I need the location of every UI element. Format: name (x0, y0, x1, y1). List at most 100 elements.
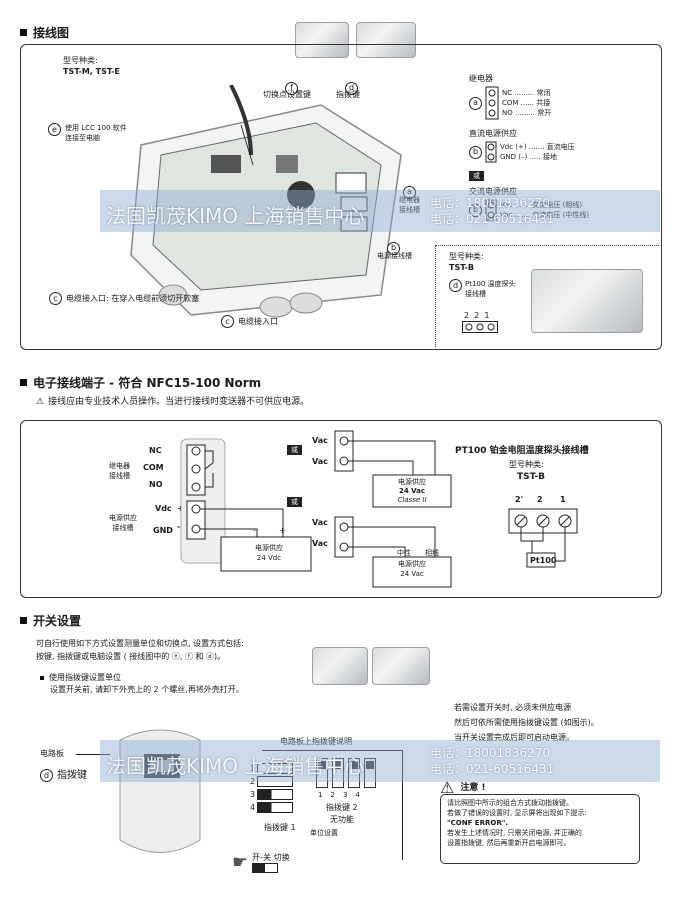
pt100-slot-label: Pt100 温度探头 接线槽 (465, 280, 516, 298)
toggle-wrap: 开-关 切换 (252, 852, 290, 873)
relay-slot-label: 继电器 接线槽 (399, 196, 420, 214)
dip-key-label: 指拨键 (336, 90, 360, 99)
right-note-3: 当开关设置完成后即可启动电源。 (454, 733, 574, 742)
watermark-phone-1b: 电话：18001836270 (430, 746, 550, 760)
right-note-1: 若需设置开关时, 必须未供应电源 (454, 703, 572, 712)
relay-slot-label-2: 继电器 接线槽 (109, 462, 130, 480)
board-leader-line (76, 754, 110, 755)
dip1-switch-4[interactable] (257, 802, 294, 813)
dip-right-line (402, 750, 403, 860)
dip1-label: 指拨键 1 (264, 823, 296, 832)
label-d: d (345, 81, 358, 95)
toggle-label: 开-关 切换 (252, 853, 290, 862)
or-badge-1: 或 (287, 445, 302, 455)
section-title-switch: 开关设置 (20, 612, 81, 629)
or-badge: 或 (469, 171, 484, 181)
dip1-switch-2[interactable] (257, 776, 294, 787)
label-a: a (403, 185, 416, 199)
tstb-value: TST-B (449, 263, 474, 272)
label-d-3: d (40, 769, 53, 782)
ac-supply-b-label: 电源供应 24 Vac (398, 560, 426, 578)
dotted-divider-h (435, 245, 659, 247)
section-bullet (20, 379, 27, 386)
device-photo-board (356, 22, 416, 58)
caution-line-2: 若做了错误的设置时, 显示屏将出现如下提示: (447, 809, 587, 817)
or-badge-2: 或 (287, 497, 302, 507)
warning-icon: ⚠ (36, 397, 45, 407)
section-bullet (20, 29, 27, 36)
label-d-2: d (449, 279, 462, 292)
watermark-text-2: 法国凯茂KIMO 上海销售中心 (106, 754, 365, 778)
warning-text: 接线应由专业技术人员操作。当进行接线时变送器不可供应电源。 (48, 397, 310, 407)
section-title-text: 开关设置 (33, 614, 82, 628)
bullet-title-line: 使用指拨键设置单位 (40, 672, 121, 683)
dotted-divider-v (435, 245, 437, 347)
caution-line-5: 设置指拨键, 然后再重新开启电源即可。 (447, 839, 571, 847)
pt100-title: PT100 铂金电阻温度探头接线槽 (455, 446, 589, 456)
phase-label: 相线 (425, 549, 439, 557)
ac-rows: Vac ....... 交流电压 (相线)Vac ....... 交流电压 (中… (500, 200, 589, 220)
vac-label-1: Vac (312, 436, 328, 445)
dc-row: Vdc (+) ....... 直流电压 (500, 143, 575, 151)
dip2-switch-3[interactable] (348, 758, 360, 788)
relay-row: NC ......... 常闭 (502, 89, 551, 97)
caution-box: 请比照图中所示的组合方式拨动指拨键。 若做了错误的设置时, 显示屏将出现如下提示… (440, 794, 640, 864)
bullet-dot (40, 675, 44, 680)
watermark-phone-1a: 电话：18001836270 (430, 196, 550, 210)
relay-row: COM ...... 共接 (502, 99, 551, 107)
dip2-switch-4[interactable] (364, 758, 376, 788)
warning-line: ⚠ 接线应由专业技术人员操作。当进行接线时变送器不可供应电源。 (36, 396, 309, 408)
dc-row: GND (–) ..... 接地 (500, 153, 557, 161)
gnd-label: GND (153, 526, 173, 535)
dc-wiring-drawing (180, 438, 312, 572)
dip1-num-2: 2 (250, 777, 256, 786)
warning-triangle-icon: ⚠ (440, 778, 455, 797)
dip-key-label-2: 指拨键 (57, 770, 87, 781)
tstb-label: 型号种类: (449, 252, 484, 261)
toggle-callout: ☛ 开-关 切换 (232, 852, 290, 873)
dip-key-callout: d 指拨键 (40, 769, 87, 782)
bullet-text: 设置开关前, 请卸下外壳上的 2 个螺丝,再将外壳打开。 (50, 685, 244, 694)
neutral-label: 中性 (397, 549, 411, 557)
label-e: e (48, 123, 61, 136)
pin-label-2prime: 2' (515, 495, 524, 504)
caution-line-3: "CONF ERROR". (447, 819, 509, 827)
section-title-wiring: 接线图 (20, 24, 69, 41)
plus-sign-2: + (279, 526, 286, 535)
pt100-wiring-drawing (508, 508, 578, 568)
caution-title: 注意 ! (460, 782, 486, 793)
toggle-sample (252, 863, 279, 873)
cable-entry-label: 电缆接入口 (238, 317, 278, 326)
watermark-band-1 (100, 190, 660, 232)
dip1-num-1: 1 (250, 764, 256, 773)
label-b-legend: b (469, 145, 482, 159)
dc-title: 直流电源供应 (469, 129, 517, 138)
vac-label-4: Vac (312, 539, 328, 548)
label-b-legend-2: b (469, 203, 482, 217)
dip-title-line (262, 750, 402, 751)
dip1-switch-1[interactable] (257, 763, 294, 774)
board-label: 电路板 (40, 749, 64, 758)
dip-switch-1: 1 2 3 4 (250, 762, 306, 814)
dc-rows: Vdc (+) ....... 直流电压 GND (–) ..... 接地 (500, 142, 575, 162)
dip1-switch-3[interactable] (257, 789, 294, 800)
dip2-switch-1[interactable] (316, 758, 328, 788)
ac-terminal-icon (485, 199, 497, 221)
dc-terminal-icon (485, 141, 497, 163)
model-label: 型号种类: (63, 56, 98, 65)
label-f: f (285, 81, 298, 95)
section-title-text: 电子接线端子 - 符合 NFC15-100 Norm (33, 376, 262, 390)
power-slot-label: 电源接线槽 (377, 252, 412, 260)
ac-supply-a-line2: 24 Vac (398, 487, 426, 495)
section-bullet (20, 617, 27, 624)
pt100-model-label: 型号种类: (509, 460, 544, 469)
intro-line-1: 可自行使用如下方式设置测量单位和切换点, 设置方式包括: (36, 639, 244, 648)
caution-line-4: 若发生上述情况时, 只需关闭电源, 并正确的 (447, 829, 582, 837)
terminals-box: 继电器 接线槽 电源供应 接线槽 NC COM NO Vdc GND + - -… (20, 420, 662, 598)
switch-photo-2 (372, 647, 430, 685)
dip2-switch-2[interactable] (332, 758, 344, 788)
device-photo-open (295, 22, 349, 58)
vac-label-3: Vac (312, 518, 328, 527)
